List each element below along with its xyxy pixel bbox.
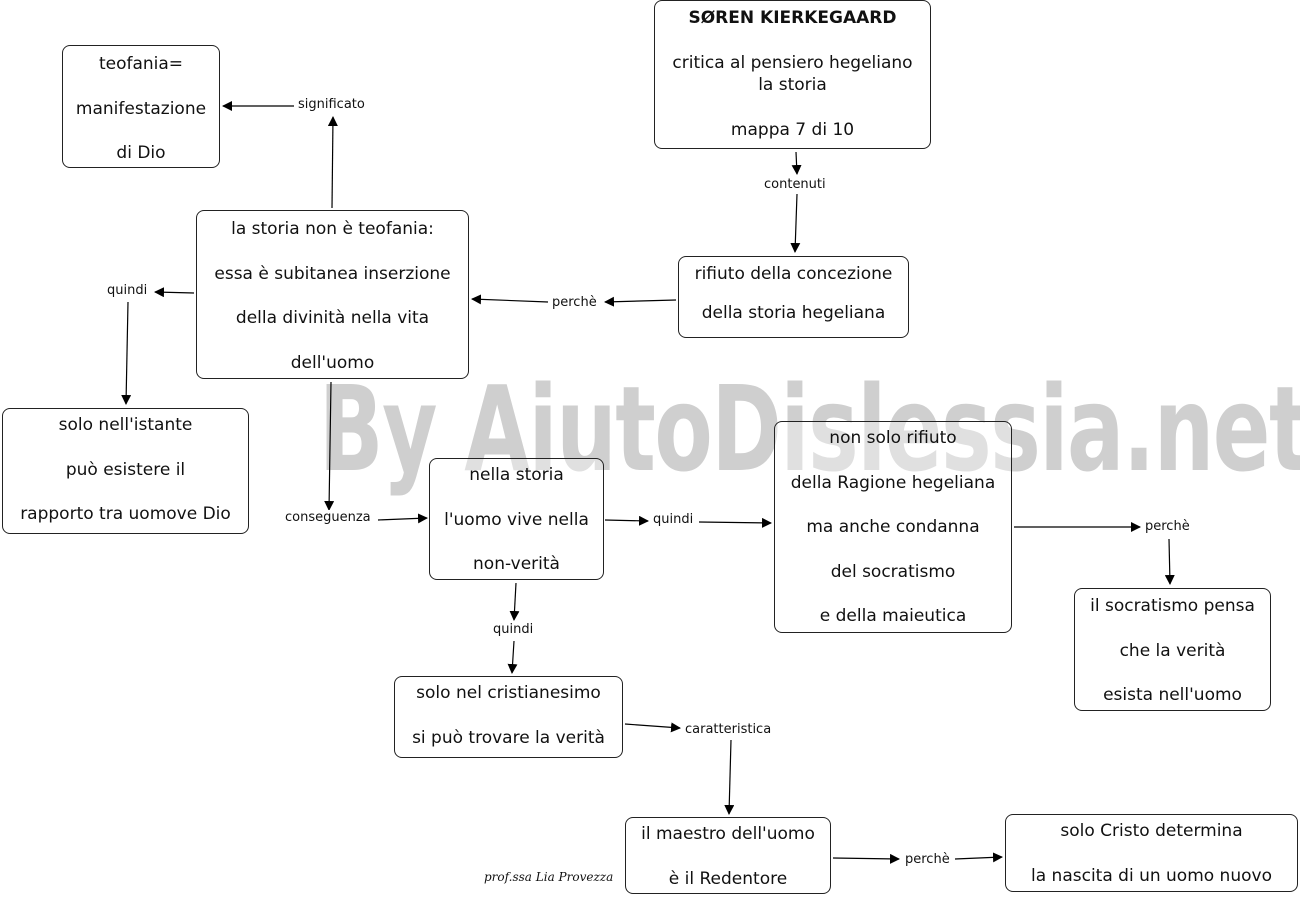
node-teofania-line-2: manifestazione	[67, 87, 215, 132]
title-subtitle-2: la storia	[659, 74, 926, 97]
node-cristo-line-2: la nascita di un uomo nuovo	[1010, 854, 1293, 899]
edge-storia-significato	[332, 117, 333, 208]
link-label-caratteristica: caratteristica	[683, 722, 773, 737]
node-maestro-line-2: è il Redentore	[630, 857, 826, 901]
title-map-counter: mappa 7 di 10	[659, 119, 926, 142]
node-storia-line-4: dell'uomo	[201, 341, 464, 386]
node-nonsolo-line-5: e della maieutica	[779, 594, 1007, 639]
edge-storia-quindi	[155, 292, 194, 293]
node-socratismo-line-1: il socratismo pensa	[1079, 584, 1266, 629]
node-rifiuto: rifiuto della concezione della storia he…	[678, 256, 909, 338]
link-label-conseguenza: conseguenza	[283, 510, 373, 525]
node-nonverita-line-3: non-verità	[434, 542, 599, 587]
node-istante: solo nell'istante può esistere il rappor…	[2, 408, 249, 534]
node-nonsolo-line-1: non solo rifiuto	[779, 416, 1007, 461]
edge-title-contenuti	[796, 152, 797, 174]
title-subtitle-1: critica al pensiero hegeliano	[659, 52, 926, 75]
link-label-perche-1: perchè	[550, 295, 599, 310]
author-signature: prof.ssa Lia Provezza	[484, 870, 613, 884]
node-maestro: il maestro dell'uomo è il Redentore	[625, 817, 831, 894]
node-nonsolo-line-2: della Ragione hegeliana	[779, 461, 1007, 506]
node-nonsolo-line-4: del socratismo	[779, 550, 1007, 595]
edge-nonverita-quindi	[605, 520, 648, 521]
node-cristianesimo-line-1: solo nel cristianesimo	[399, 671, 618, 716]
node-istante-line-2: può esistere il	[7, 448, 244, 493]
node-istante-line-1: solo nell'istante	[7, 403, 244, 448]
link-label-significato: significato	[296, 97, 367, 112]
title-node: SØREN KIERKEGAARD critica al pensiero he…	[654, 0, 931, 149]
edge-storia-conseguenza	[329, 382, 331, 510]
link-label-quindi-1: quindi	[105, 283, 149, 298]
edge-maestro-perche	[833, 858, 899, 859]
link-label-contenuti: contenuti	[762, 177, 828, 192]
node-non-verita: nella storia l'uomo vive nella non-verit…	[429, 458, 604, 580]
edge-contenuti-rifiuto	[795, 194, 797, 252]
edge-perche-socratismo	[1169, 539, 1170, 584]
link-label-perche-2: perchè	[1143, 519, 1192, 534]
node-storia-line-1: la storia non è teofania:	[201, 207, 464, 252]
edge-perche-storia	[472, 299, 548, 302]
node-socratismo: il socratismo pensa che la verità esista…	[1074, 588, 1271, 711]
node-socratismo-line-3: esista nell'uomo	[1079, 673, 1266, 718]
link-label-quindi-2: quindi	[651, 512, 695, 527]
link-label-perche-3: perchè	[903, 852, 952, 867]
node-nonsolo-line-3: ma anche condanna	[779, 505, 1007, 550]
edge-caratteristica-maestro	[729, 740, 731, 814]
edge-quindi-istante	[126, 302, 128, 404]
node-teofania: teofania= manifestazione di Dio	[62, 45, 220, 168]
edge-conseguenza-nonverita	[378, 518, 427, 520]
edge-rifiuto-perche	[605, 300, 676, 302]
node-rifiuto-line-1: rifiuto della concezione	[683, 252, 904, 297]
node-cristianesimo: solo nel cristianesimo si può trovare la…	[394, 676, 623, 758]
node-nonverita-line-1: nella storia	[434, 453, 599, 498]
title-heading: SØREN KIERKEGAARD	[659, 7, 926, 30]
node-rifiuto-line-2: della storia hegeliana	[683, 291, 904, 336]
edge-nonverita-quindi2	[514, 583, 516, 620]
node-non-solo-rifiuto: non solo rifiuto della Ragione hegeliana…	[774, 421, 1012, 633]
link-label-quindi-3: quindi	[491, 622, 535, 637]
node-storia-line-2: essa è subitanea inserzione	[201, 252, 464, 297]
node-socratismo-line-2: che la verità	[1079, 629, 1266, 674]
node-nonverita-line-2: l'uomo vive nella	[434, 498, 599, 543]
edge-quindi2-cristianesimo	[512, 641, 514, 673]
node-storia-non-teofania: la storia non è teofania: essa è subitan…	[196, 210, 469, 379]
node-istante-line-3: rapporto tra uomove Dio	[7, 492, 244, 537]
node-storia-line-3: della divinità nella vita	[201, 296, 464, 341]
edge-perche-cristo	[955, 857, 1002, 859]
node-cristianesimo-line-2: si può trovare la verità	[399, 716, 618, 761]
node-cristo-line-1: solo Cristo determina	[1010, 809, 1293, 854]
node-maestro-line-1: il maestro dell'uomo	[630, 812, 826, 857]
edge-cristianesimo-caratteristica	[625, 724, 680, 728]
node-cristo: solo Cristo determina la nascita di un u…	[1005, 814, 1298, 892]
node-teofania-line-3: di Dio	[67, 131, 215, 176]
node-teofania-line-1: teofania=	[67, 42, 215, 87]
edge-quindi-nonsolo	[699, 522, 771, 523]
